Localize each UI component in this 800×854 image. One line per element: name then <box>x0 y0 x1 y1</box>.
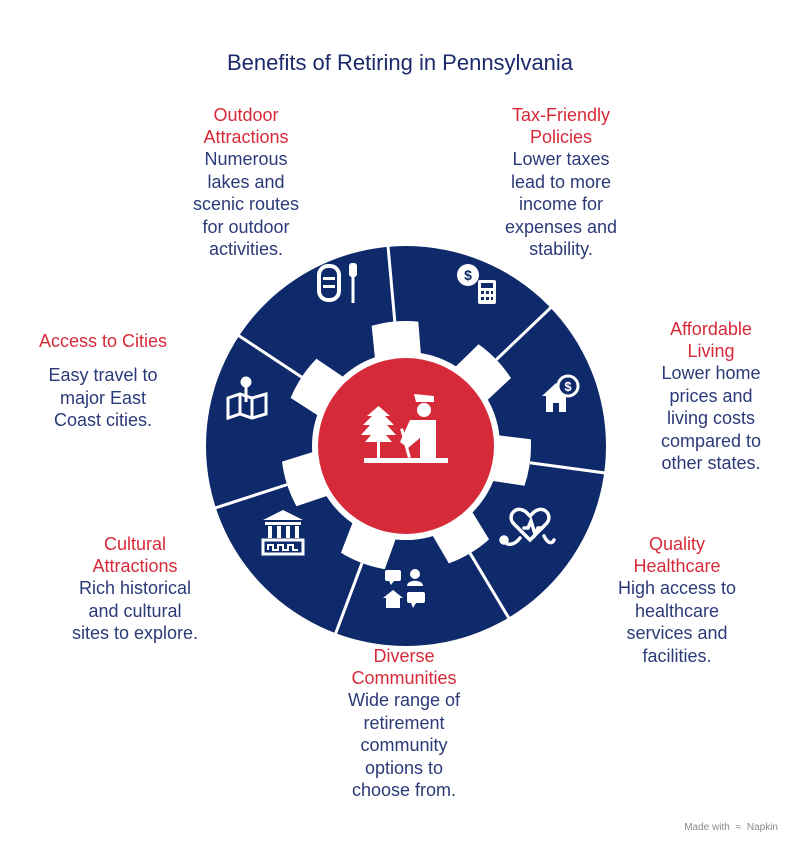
benefit-heading: Outdoor Attractions <box>203 105 289 147</box>
benefit-heading: Cultural Attractions <box>92 534 178 576</box>
benefit-heading: Access to Cities <box>38 331 168 351</box>
benefit-affordable-living: Affordable Living Lower home prices and … <box>630 318 792 475</box>
benefit-diverse-communities: Diverse Communities Wide range of retire… <box>320 645 488 802</box>
benefit-heading: Affordable Living <box>670 319 752 361</box>
benefit-description: Lower home prices and living costs compa… <box>660 363 762 473</box>
benefit-heading: Tax-Friendly Policies <box>511 105 611 147</box>
benefit-description: Easy travel to major East Coast cities. <box>48 365 158 430</box>
segment-divider <box>529 461 607 475</box>
segment-divider <box>213 483 288 510</box>
community-chat-icon <box>383 569 425 608</box>
museum-icon <box>261 510 305 556</box>
benefit-cultural-attractions: Cultural Attractions Rich historical and… <box>52 533 218 645</box>
benefit-quality-healthcare: Quality Healthcare High access to health… <box>594 533 760 667</box>
benefit-description: High access to healthcare services and f… <box>617 578 737 666</box>
benefit-description: Lower taxes lead to more income for expe… <box>504 149 618 259</box>
segment-notch <box>290 358 358 425</box>
heart-stethoscope-icon <box>499 507 556 546</box>
canoe-paddle-icon <box>317 263 357 303</box>
napkin-logo-icon: ≈ <box>735 822 742 833</box>
benefit-description: Wide range of retirement community optio… <box>347 690 461 800</box>
money-calculator-icon: $ <box>457 264 496 304</box>
segment-divider <box>236 333 303 379</box>
segment-notch <box>443 344 511 412</box>
footer-brand: Napkin <box>746 822 778 833</box>
benefit-heading: Quality Healthcare <box>633 534 721 576</box>
segment-divider <box>468 552 511 621</box>
benefit-heading: Diverse Communities <box>351 646 457 688</box>
benefit-description: Rich historical and cultural sites to ex… <box>71 578 199 643</box>
footer-made-with: Made with <box>684 822 730 833</box>
map-pin-icon <box>226 376 268 421</box>
segment-notch <box>424 497 490 564</box>
house-dollar-icon: $ <box>542 374 580 412</box>
segment-divider <box>386 244 397 322</box>
segment-divider <box>495 305 554 361</box>
retiree-tree-icon <box>361 394 448 463</box>
segment-divider <box>333 562 364 636</box>
benefit-description: Numerous lakes and scenic routes for out… <box>192 149 300 259</box>
footer-credit: Made with ≈ Napkin <box>684 822 778 833</box>
benefit-outdoor-attractions: Outdoor Attractions Numerous lakes and s… <box>168 104 324 261</box>
svg-text:$: $ <box>564 379 572 394</box>
svg-text:$: $ <box>464 267 472 283</box>
benefit-tax-friendly: Tax-Friendly Policies Lower taxes lead t… <box>476 104 646 261</box>
page-title: Benefits of Retiring in Pennsylvania <box>226 50 574 75</box>
benefit-access-to-cities: Access to Cities Easy travel to major Ea… <box>14 330 192 432</box>
